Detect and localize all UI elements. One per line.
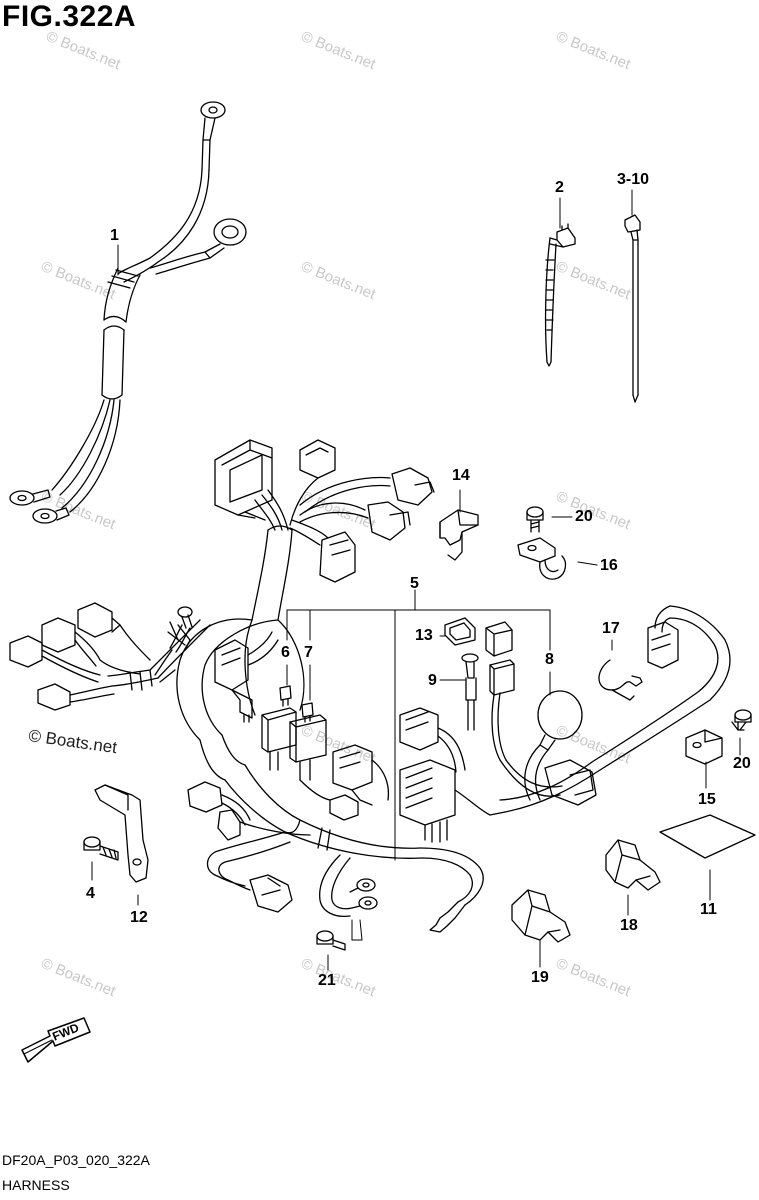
- loop-17: [599, 660, 642, 700]
- callout-20-top: 20: [575, 508, 593, 525]
- callout-3-10: 3-10: [617, 171, 650, 188]
- callout-8: 8: [545, 651, 554, 668]
- figure-title: FIG.322A: [2, 0, 137, 33]
- figure-code: DF20A_P03_020_322A: [2, 1152, 150, 1168]
- callout-17: 17: [602, 620, 620, 637]
- callout-5: 5: [410, 575, 419, 592]
- callout-1: 1: [110, 227, 119, 244]
- callout-15: 15: [698, 791, 716, 808]
- callout-19: 19: [531, 969, 549, 986]
- battery-cable: [10, 102, 246, 523]
- bolt-20-top: [527, 507, 543, 532]
- callout-9: 9: [428, 672, 437, 689]
- bracket-15: [686, 730, 722, 764]
- callout-6: 6: [281, 644, 290, 661]
- callout-13: 13: [415, 627, 433, 644]
- bolt-21: [317, 931, 345, 950]
- main-harness: [10, 440, 730, 932]
- callout-2: 2: [555, 179, 564, 196]
- callout-4: 4: [86, 885, 95, 902]
- clamp-18: [606, 840, 660, 890]
- callout-12: 12: [130, 909, 148, 926]
- clamp-16: [518, 538, 565, 579]
- callout-14: 14: [452, 467, 470, 484]
- bracket-12: [95, 785, 148, 882]
- leader-lines: [92, 190, 740, 970]
- sheet-11: [660, 815, 755, 858]
- callout-16: 16: [600, 557, 618, 574]
- clamp-19: [512, 890, 570, 942]
- bracket-14: [440, 510, 478, 560]
- cable-tie: [625, 215, 640, 402]
- clamp-tie: [546, 224, 575, 366]
- callout-21: 21: [318, 972, 336, 989]
- bolt-4: [84, 837, 118, 860]
- callout-18: 18: [620, 917, 638, 934]
- callout-11: 11: [700, 901, 717, 918]
- fwd-arrow-icon: [22, 1018, 90, 1062]
- callout-20-right: 20: [733, 755, 751, 772]
- figure-name: HARNESS: [2, 1177, 70, 1193]
- bolt-20-right: [732, 710, 751, 730]
- callout-7: 7: [304, 644, 313, 661]
